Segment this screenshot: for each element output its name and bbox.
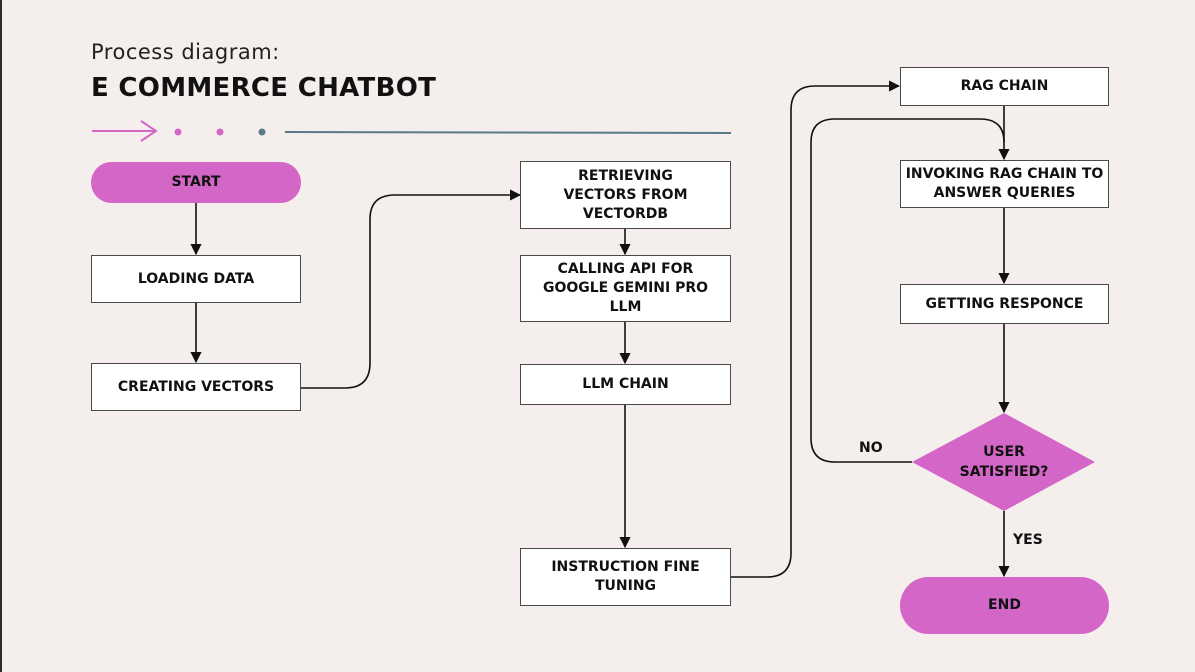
invoking-rag-chain-label: INVOKING RAG CHAIN TO ANSWER QUERIES <box>905 166 1104 201</box>
end-node: END <box>900 577 1109 634</box>
start-label: START <box>171 174 221 190</box>
diagram-title: E COMMERCE CHATBOT <box>91 73 437 103</box>
user-satisfied-label: USER SATISFIED? <box>959 444 1049 480</box>
connector-instruction-rag <box>731 80 901 578</box>
llm-chain-node: LLM CHAIN <box>520 364 731 405</box>
calling-api-node: CALLING API FOR GOOGLE GEMINI PRO LLM <box>520 255 731 322</box>
loading-data-node: LOADING DATA <box>91 255 301 303</box>
instruction-fine-tuning-label: INSTRUCTION FINE TUNING <box>551 559 700 594</box>
instruction-fine-tuning-node: INSTRUCTION FINE TUNING <box>520 548 731 606</box>
calling-api-label: CALLING API FOR GOOGLE GEMINI PRO LLM <box>542 261 709 315</box>
loading-data-label: LOADING DATA <box>137 270 255 287</box>
creating-vectors-node: CREATING VECTORS <box>91 363 301 411</box>
retrieving-vectors-node: RETRIEVING VECTORS FROM VECTORDB <box>520 161 731 229</box>
decision-diamond <box>912 413 1095 511</box>
yes-edge-label: YES <box>1013 532 1043 548</box>
end-label: END <box>988 597 1021 613</box>
start-node: START <box>91 162 301 203</box>
left-border <box>0 0 2 672</box>
decor-dot <box>258 128 266 136</box>
getting-response-label: GETTING RESPONCE <box>925 295 1084 312</box>
connector-creating-retrieving <box>301 189 522 389</box>
rag-chain-label: RAG CHAIN <box>960 78 1049 94</box>
getting-response-node: GETTING RESPONCE <box>900 284 1109 324</box>
decor-arrow-icon <box>92 120 158 142</box>
decor-line <box>284 131 732 134</box>
retrieving-vectors-label: RETRIEVING VECTORS FROM VECTORDB <box>563 167 688 222</box>
connector-no-loop <box>810 118 1005 463</box>
no-edge-label: NO <box>859 440 883 456</box>
rag-chain-node: RAG CHAIN <box>900 67 1109 106</box>
decor-dot <box>174 128 182 136</box>
creating-vectors-label: CREATING VECTORS <box>117 378 275 395</box>
decorative-divider <box>92 120 732 142</box>
diagram-subtitle: Process diagram: <box>91 40 280 64</box>
decor-dot <box>216 128 224 136</box>
llm-chain-label: LLM CHAIN <box>582 376 669 392</box>
invoking-rag-chain-node: INVOKING RAG CHAIN TO ANSWER QUERIES <box>900 160 1109 208</box>
